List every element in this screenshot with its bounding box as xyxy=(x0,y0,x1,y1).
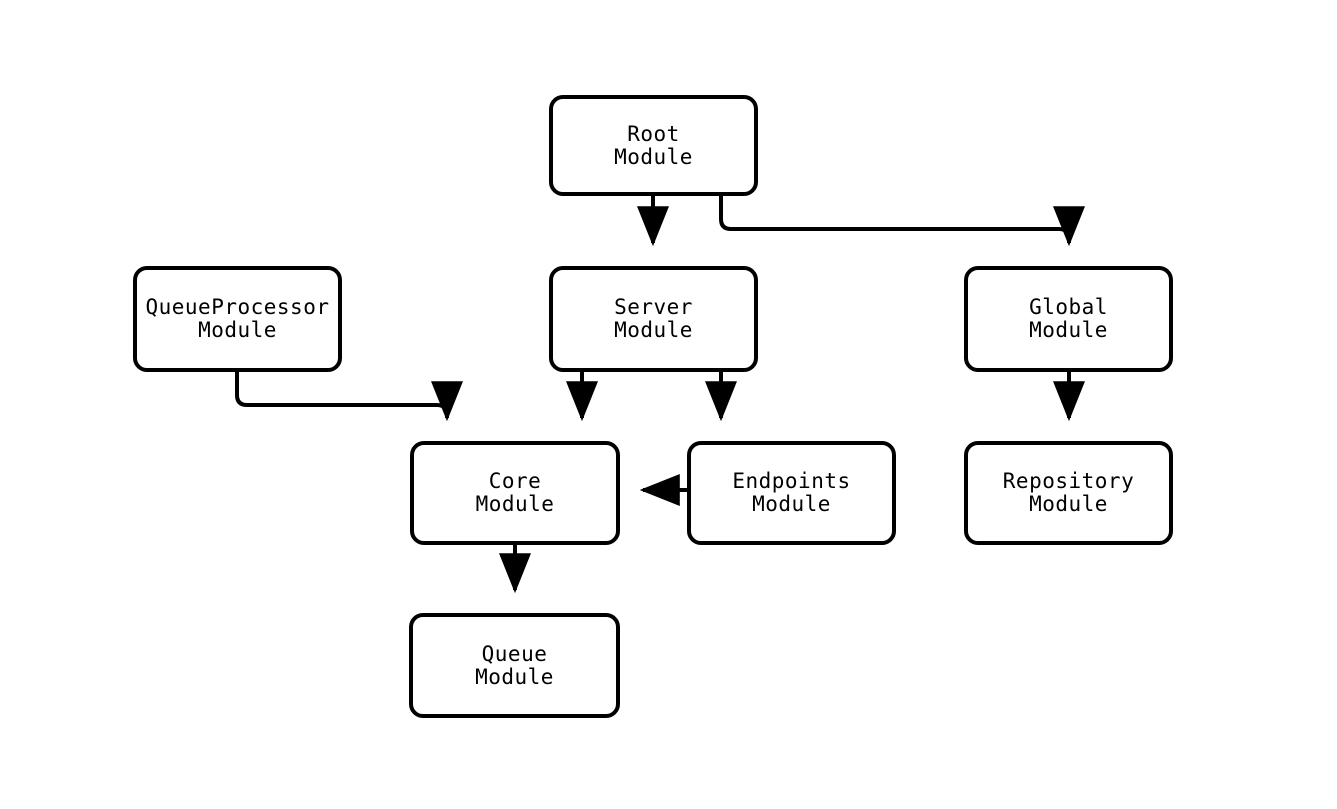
node-endpoints-module-line2: Module xyxy=(752,492,831,516)
node-queueprocessor-module-line2: Module xyxy=(198,318,277,342)
node-queue-module[interactable]: Queue Module xyxy=(409,613,620,718)
node-queue-module-line1: Queue xyxy=(481,641,548,666)
node-endpoints-module[interactable]: Endpoints Module xyxy=(687,441,896,545)
node-repository-module-line2: Module xyxy=(1029,492,1108,516)
node-root-module-line1: Root xyxy=(627,121,680,146)
node-root-module-line2: Module xyxy=(614,144,693,169)
node-core-module-line2: Module xyxy=(475,492,555,516)
node-queueprocessor-module[interactable]: QueueProcessor Module xyxy=(133,266,342,372)
node-queue-module-line2: Module xyxy=(475,664,554,689)
node-core-module[interactable]: Core Module xyxy=(410,441,620,545)
node-server-module[interactable]: Server Module xyxy=(549,266,758,372)
node-endpoints-module-line1: Endpoints xyxy=(732,469,851,493)
node-repository-module[interactable]: Repository Module xyxy=(964,441,1173,545)
edge-queueprocessor-to-core xyxy=(235,372,463,422)
node-global-module-line1: Global xyxy=(1029,295,1108,319)
node-server-module-line2: Module xyxy=(614,318,693,342)
edge-root-to-global xyxy=(719,196,1085,247)
node-root-module[interactable]: Root Module xyxy=(549,95,758,196)
node-repository-module-line1: Repository xyxy=(1002,469,1135,493)
node-global-module-line2: Module xyxy=(1029,318,1108,342)
node-core-module-line1: Core xyxy=(488,469,542,493)
node-queueprocessor-module-line1: QueueProcessor xyxy=(145,295,330,319)
node-global-module[interactable]: Global Module xyxy=(964,266,1173,372)
node-server-module-line1: Server xyxy=(614,295,693,319)
